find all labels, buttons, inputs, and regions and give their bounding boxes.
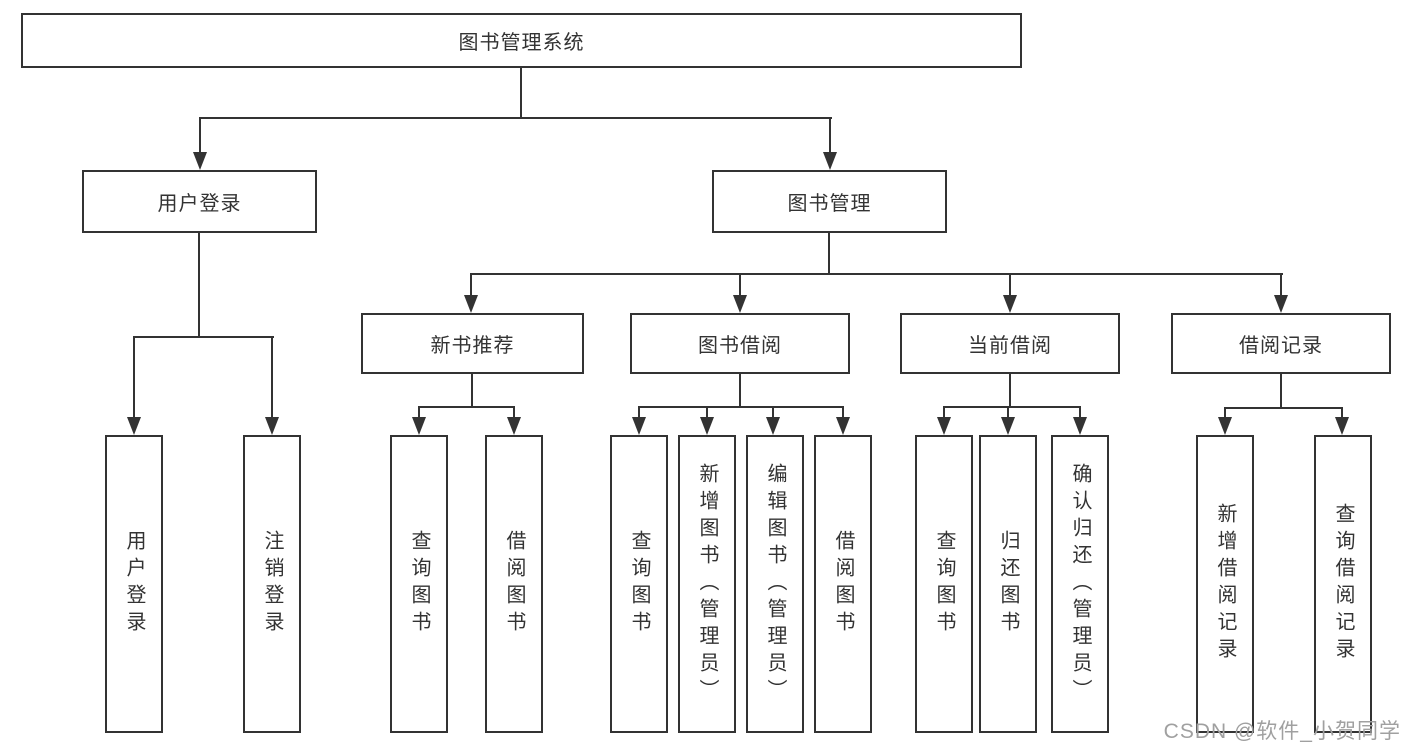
connector-line [470,273,472,296]
connector-line [1224,407,1226,418]
arrowhead-down-icon [1274,295,1288,313]
arrowhead-down-icon [1001,417,1015,435]
connector-line [418,406,420,418]
node-book-management: 图书管理 [712,170,947,233]
arrowhead-down-icon [507,417,521,435]
leaf-user-login: 用户登录 [105,435,163,733]
leaf-borrow-edit-books-admin: 编辑图书（管理员） [746,435,804,733]
arrowhead-down-icon [823,152,837,170]
connector-line [199,117,201,153]
connector-line [943,406,945,418]
leaf-borrow-borrow-books: 借阅图书 [814,435,872,733]
node-book-borrow: 图书借阅 [630,313,850,374]
arrowhead-down-icon [937,417,951,435]
node-user-login: 用户登录 [82,170,317,233]
arrowhead-down-icon [265,417,279,435]
arrowhead-down-icon [1003,295,1017,313]
connector-line [1280,374,1282,409]
connector-line [1224,407,1343,409]
leaf-borrow-query-books: 查询图书 [610,435,668,733]
connector-line [418,406,515,408]
arrowhead-down-icon [127,417,141,435]
connector-line [706,406,708,418]
connector-line [1341,407,1343,418]
connector-line [638,406,640,418]
leaf-current-return-books: 归还图书 [979,435,1037,733]
connector-line [513,406,515,418]
leaf-records-add-record: 新增借阅记录 [1196,435,1254,733]
arrowhead-down-icon [1218,417,1232,435]
arrowhead-down-icon [632,417,646,435]
leaf-newbook-query-books: 查询图书 [390,435,448,733]
connector-line [638,406,844,408]
connector-line [1280,273,1282,296]
connector-line [199,117,832,119]
connector-line [1079,406,1081,418]
leaf-current-query-books: 查询图书 [915,435,973,733]
node-new-book-recommend: 新书推荐 [361,313,584,374]
node-borrow-records: 借阅记录 [1171,313,1391,374]
arrowhead-down-icon [1335,417,1349,435]
arrowhead-down-icon [1073,417,1087,435]
leaf-logout: 注销登录 [243,435,301,733]
connector-line [828,233,830,275]
connector-line [772,406,774,418]
connector-line [1009,273,1011,296]
connector-line [271,336,273,418]
arrowhead-down-icon [193,152,207,170]
arrowhead-down-icon [836,417,850,435]
arrowhead-down-icon [464,295,478,313]
node-current-borrow: 当前借阅 [900,313,1120,374]
connector-line [739,374,741,408]
connector-line [842,406,844,418]
connector-line [943,406,1081,408]
arrowhead-down-icon [766,417,780,435]
arrowhead-down-icon [733,295,747,313]
arrowhead-down-icon [412,417,426,435]
leaf-records-query-record: 查询借阅记录 [1314,435,1372,733]
connector-line [133,336,135,418]
connector-line [739,273,741,296]
leaf-newbook-borrow-books: 借阅图书 [485,435,543,733]
connector-line [520,68,522,119]
connector-line [198,233,200,338]
connector-line [471,374,473,408]
connector-line [829,117,831,153]
leaf-current-confirm-return-admin: 确认归还（管理员） [1051,435,1109,733]
connector-line [1007,406,1009,418]
csdn-watermark: CSDN @软件_小贺同学 [1163,720,1401,743]
connector-line [1009,374,1011,408]
root-node-library-system: 图书管理系统 [21,13,1022,68]
connector-line [133,336,274,338]
leaf-borrow-add-books-admin: 新增图书（管理员） [678,435,736,733]
arrowhead-down-icon [700,417,714,435]
connector-line [470,273,1283,275]
